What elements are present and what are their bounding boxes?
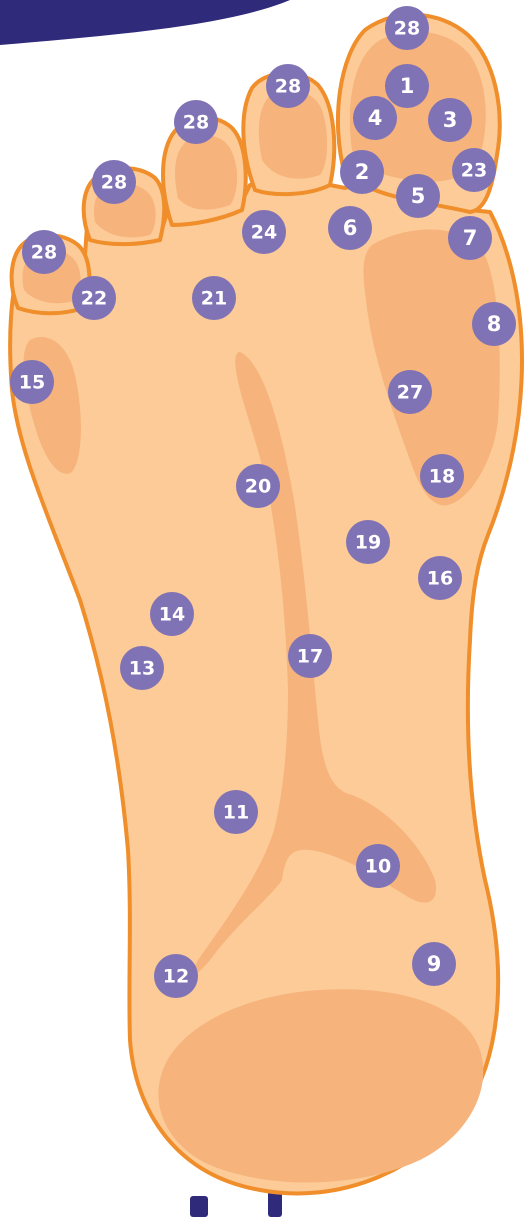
marker-m5: 28 [266, 64, 310, 108]
marker-circle [412, 942, 456, 986]
marker-circle [92, 160, 136, 204]
marker-m25: 17 [288, 634, 332, 678]
marker-m16: 21 [192, 276, 236, 320]
marker-circle [428, 98, 472, 142]
marker-circle [154, 954, 198, 998]
marker-circle [472, 302, 516, 346]
marker-m4: 3 [428, 98, 472, 142]
marker-circle [22, 230, 66, 274]
marker-m9: 5 [396, 174, 440, 218]
marker-m29: 9 [412, 942, 456, 986]
marker-circle [174, 100, 218, 144]
marker-m22: 19 [346, 520, 390, 564]
marker-circle [214, 790, 258, 834]
marker-circle [448, 216, 492, 260]
marker-m26: 13 [120, 646, 164, 690]
marker-circle [385, 6, 429, 50]
marker-circle [418, 556, 462, 600]
marker-circle [236, 464, 280, 508]
marker-m20: 18 [420, 454, 464, 498]
marker-m27: 11 [214, 790, 258, 834]
marker-circle [420, 454, 464, 498]
marker-m18: 15 [10, 360, 54, 404]
marker-m23: 16 [418, 556, 462, 600]
marker-m15: 22 [72, 276, 116, 320]
marker-m2: 1 [385, 64, 429, 108]
marker-m17: 8 [472, 302, 516, 346]
marker-circle [120, 646, 164, 690]
marker-circle [340, 150, 384, 194]
marker-m28: 10 [356, 844, 400, 888]
marker-m13: 7 [448, 216, 492, 260]
marker-m11: 24 [242, 210, 286, 254]
marker-m3: 4 [353, 96, 397, 140]
marker-circle [388, 370, 432, 414]
marker-circle [385, 64, 429, 108]
marker-circle [266, 64, 310, 108]
marker-circle [328, 206, 372, 250]
marker-m1: 28 [385, 6, 429, 50]
marker-circle [346, 520, 390, 564]
marker-m24: 14 [150, 592, 194, 636]
marker-m8: 23 [452, 148, 496, 192]
marker-circle [353, 96, 397, 140]
marker-circle [452, 148, 496, 192]
marker-m6: 28 [174, 100, 218, 144]
marker-circle [150, 592, 194, 636]
marker-circle [72, 276, 116, 320]
marker-m19: 27 [388, 370, 432, 414]
marker-circle [192, 276, 236, 320]
marker-circle [10, 360, 54, 404]
marker-circle [288, 634, 332, 678]
marker-m14: 28 [22, 230, 66, 274]
marker-circle [356, 844, 400, 888]
top-banner [0, 0, 290, 45]
marker-m21: 20 [236, 464, 280, 508]
marker-circle [396, 174, 440, 218]
marker-m10: 28 [92, 160, 136, 204]
third-toe-pad [175, 135, 237, 210]
marker-m7: 2 [340, 150, 384, 194]
marker-m30: 12 [154, 954, 198, 998]
bottom-banner-accent [190, 1196, 208, 1217]
marker-circle [242, 210, 286, 254]
marker-m12: 6 [328, 206, 372, 250]
